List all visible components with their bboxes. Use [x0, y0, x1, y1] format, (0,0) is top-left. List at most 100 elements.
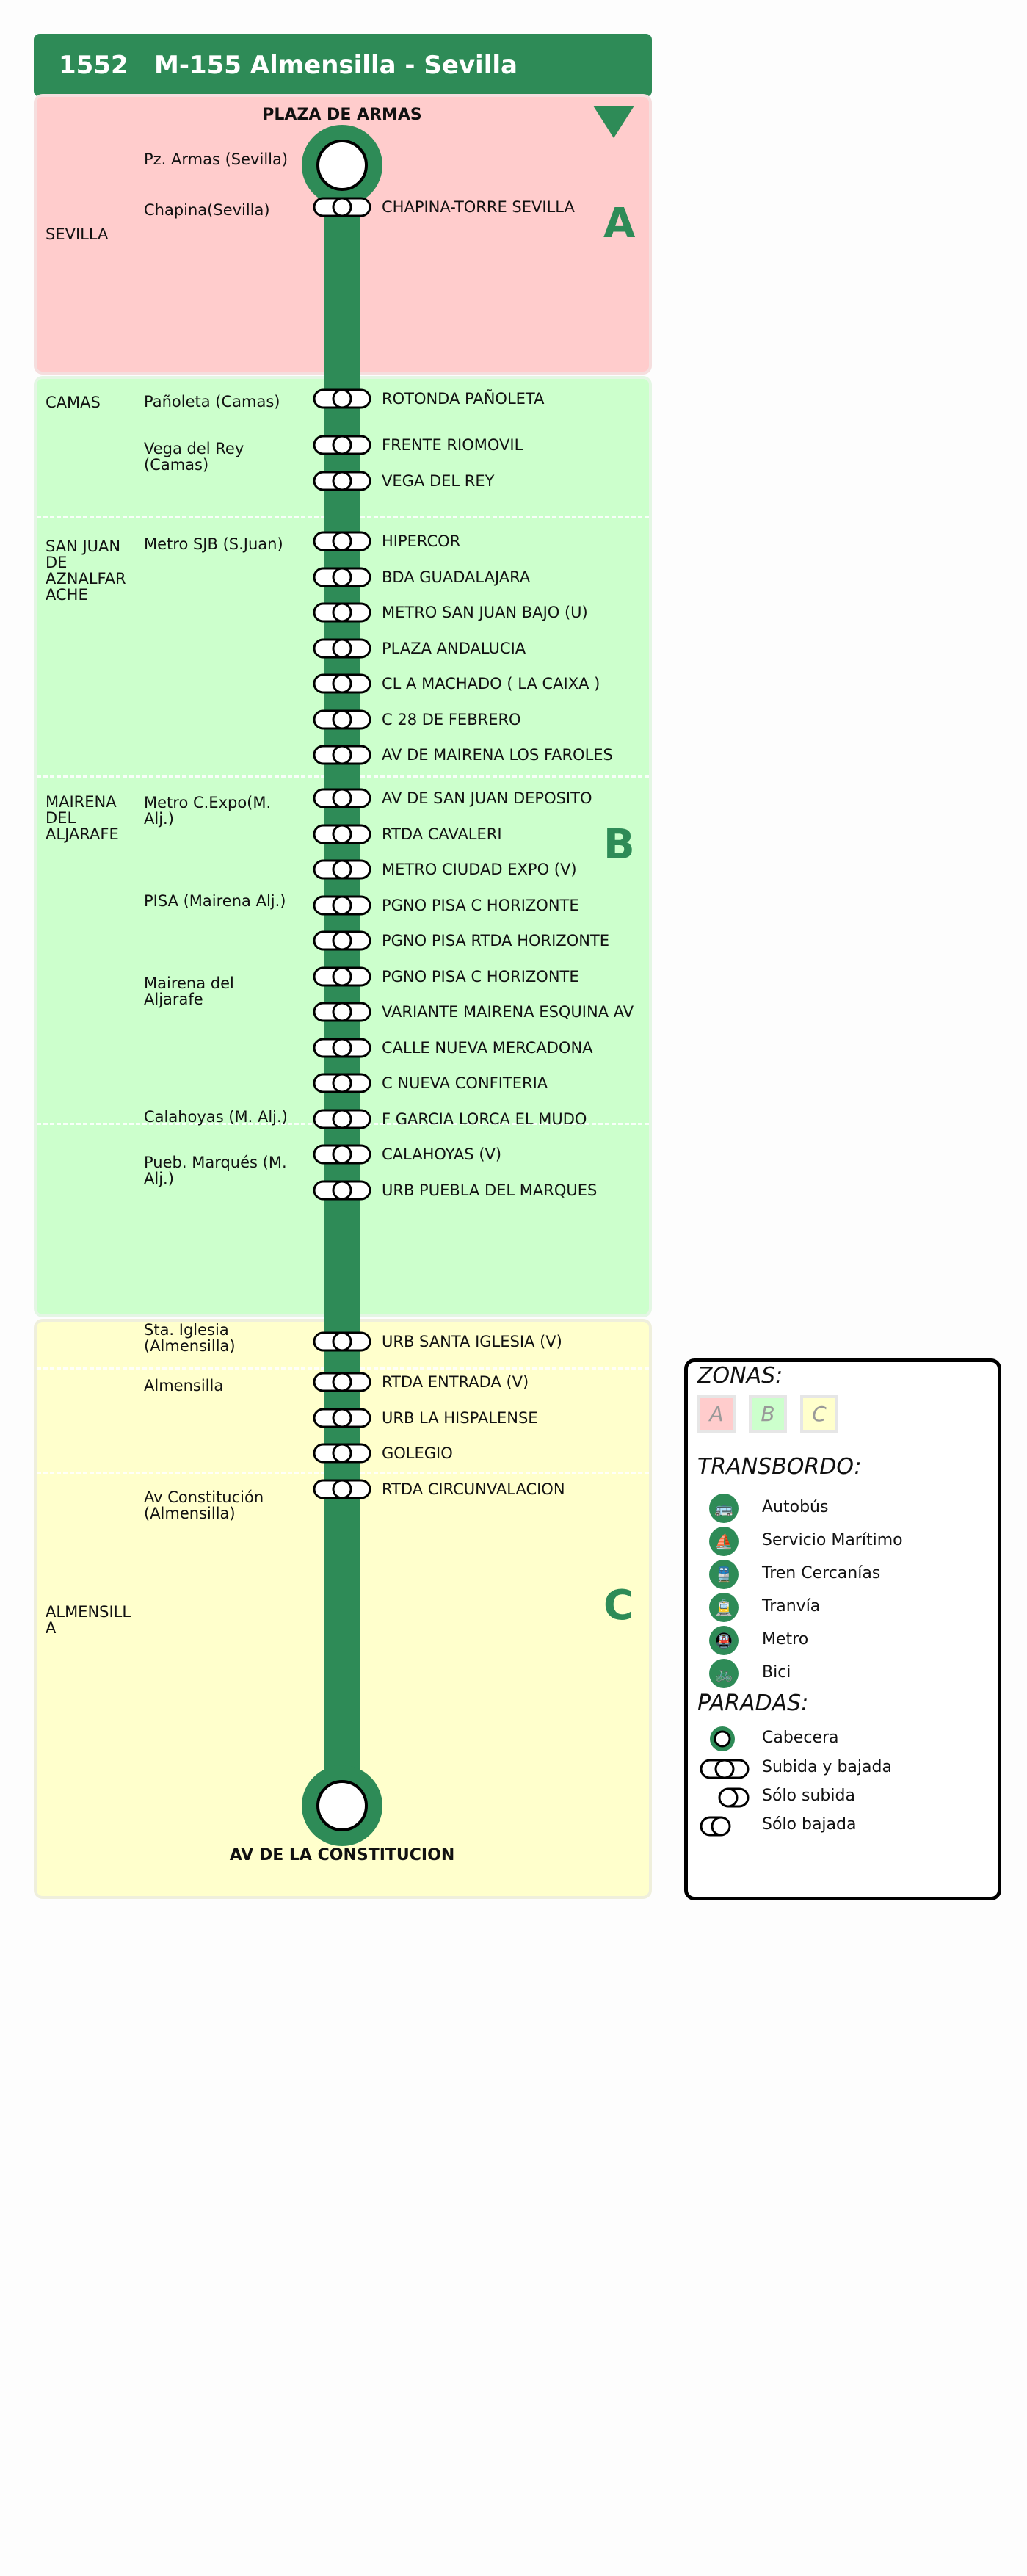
- locality-chapina: Chapina(Sevilla): [144, 201, 270, 219]
- stop-board-alight-icon[interactable]: [312, 1179, 372, 1201]
- stop-board-alight-icon[interactable]: [312, 196, 372, 218]
- legend-parada-label: Sólo subida: [762, 1787, 855, 1805]
- locality-panoleta: Pañoleta (Camas): [144, 393, 280, 410]
- line-number: 1552: [59, 51, 128, 80]
- stop-board-alight-icon[interactable]: [312, 930, 372, 952]
- stop-name[interactable]: C 28 DE FEBRERO: [382, 711, 521, 728]
- locality-metro-sjb: Metro SJB (S.Juan): [144, 535, 283, 553]
- municipality-almensilla: ALMENSILL A: [46, 1603, 131, 1637]
- stop-board-alight-icon[interactable]: [312, 1478, 372, 1500]
- stop-name[interactable]: PGNO PISA C HORIZONTE: [382, 897, 579, 914]
- zone-b-letter: B: [603, 821, 635, 869]
- legend-transbordo-label: Tren Cercanías: [762, 1564, 881, 1582]
- stop-name[interactable]: PGNO PISA C HORIZONTE: [382, 968, 579, 985]
- legend-transbordo-label: Autobús: [762, 1498, 829, 1516]
- stop-board-alight-icon[interactable]: [312, 1143, 372, 1165]
- cabecera-icon: [710, 1726, 735, 1751]
- stop-board-alight-icon[interactable]: [312, 894, 372, 916]
- stop-name[interactable]: GOLEGIO: [382, 1444, 453, 1462]
- stop-name[interactable]: BDA GUADALAJARA: [382, 568, 531, 586]
- legend-parada-label: Sólo bajada: [762, 1815, 857, 1834]
- ferry-icon: ⛵: [709, 1527, 739, 1556]
- stop-name[interactable]: CALAHOYAS (V): [382, 1146, 502, 1163]
- stop-board-alight-icon[interactable]: [312, 709, 372, 731]
- stop-board-alight-icon[interactable]: [312, 787, 372, 809]
- locality-sta-iglesia: Sta. Iglesia (Almensilla): [144, 1321, 236, 1355]
- stop-name[interactable]: PLAZA ANDALUCIA: [382, 640, 526, 657]
- legend-parada-label: Subida y bajada: [762, 1758, 892, 1776]
- locality-vega-rey: Vega del Rey (Camas): [144, 440, 244, 474]
- stop-board-alight-icon[interactable]: [312, 601, 372, 623]
- legend-zonas-title: ZONAS:: [697, 1363, 783, 1389]
- legend-transbordo-label: Bici: [762, 1663, 791, 1682]
- municipality-mairena: MAIRENA DEL ALJARAFE: [46, 793, 119, 843]
- stop-name[interactable]: RTDA ENTRADA (V): [382, 1373, 529, 1391]
- board-alight-icon: [700, 1759, 750, 1779]
- stop-board-alight-icon[interactable]: [312, 1442, 372, 1464]
- stop-name[interactable]: C NUEVA CONFITERIA: [382, 1074, 548, 1092]
- start-terminal-name: PLAZA DE ARMAS: [262, 106, 422, 124]
- stop-board-alight-icon[interactable]: [312, 1072, 372, 1094]
- municipality-san-juan: SAN JUAN DE AZNALFAR ACHE: [46, 538, 126, 604]
- locality-calahoyas: Calahoyas (M. Alj.): [144, 1108, 288, 1126]
- stop-board-alight-icon[interactable]: [312, 637, 372, 659]
- stop-board-alight-icon[interactable]: [312, 1108, 372, 1130]
- municipality-sevilla: SEVILLA: [46, 225, 109, 243]
- stop-board-alight-icon[interactable]: [312, 744, 372, 766]
- legend-paradas-title: PARADAS:: [697, 1690, 809, 1716]
- stop-board-alight-icon[interactable]: [312, 566, 372, 588]
- locality-pueb-marques: Pueb. Marqués (M. Alj.): [144, 1154, 287, 1187]
- stop-name[interactable]: URB SANTA IGLESIA (V): [382, 1333, 562, 1350]
- stop-name[interactable]: METRO SAN JUAN BAJO (U): [382, 604, 588, 621]
- legend-transbordo-label: Tranvía: [762, 1597, 821, 1616]
- stop-name[interactable]: PGNO PISA RTDA HORIZONTE: [382, 932, 610, 949]
- stop-board-alight-icon[interactable]: [312, 388, 372, 410]
- stop-name[interactable]: RTDA CAVALERI: [382, 825, 502, 843]
- stop-board-alight-icon[interactable]: [312, 434, 372, 456]
- stop-name[interactable]: AV DE MAIRENA LOS FAROLES: [382, 746, 613, 764]
- stop-name[interactable]: URB LA HISPALENSE: [382, 1409, 538, 1427]
- locality-av-constitucion: Av Constitución (Almensilla): [144, 1488, 264, 1522]
- municipality-camas: CAMAS: [46, 394, 101, 411]
- bike-icon: 🚲: [709, 1659, 739, 1688]
- stop-name[interactable]: CL A MACHADO ( LA CAIXA ): [382, 675, 600, 692]
- stop-board-alight-icon[interactable]: [312, 470, 372, 492]
- stop-name[interactable]: F GARCIA LORCA EL MUDO: [382, 1110, 587, 1128]
- stop-name[interactable]: METRO CIUDAD EXPO (V): [382, 861, 577, 878]
- train-icon: 🚆: [709, 1560, 739, 1589]
- legend-panel: [684, 1358, 1001, 1900]
- stop-name[interactable]: CALLE NUEVA MERCADONA: [382, 1039, 593, 1057]
- legend-transbordo-label: Servicio Marítimo: [762, 1531, 903, 1549]
- line-name: M-155 Almensilla - Sevilla: [154, 51, 518, 80]
- direction-arrow-icon: [593, 106, 634, 138]
- stop-board-alight-icon[interactable]: [312, 1407, 372, 1429]
- stop-board-alight-icon[interactable]: [312, 673, 372, 695]
- stop-name[interactable]: HIPERCOR: [382, 532, 461, 550]
- stop-name[interactable]: AV DE SAN JUAN DEPOSITO: [382, 789, 592, 807]
- stop-board-alight-icon[interactable]: [312, 858, 372, 880]
- stop-name[interactable]: CHAPINA-TORRE SEVILLA: [382, 198, 575, 216]
- legend-zone-a: A: [697, 1395, 736, 1433]
- bus-icon: 🚌: [709, 1494, 739, 1523]
- end-terminal-name: AV DE LA CONSTITUCION: [229, 1846, 455, 1864]
- start-terminal-stop-icon[interactable]: [302, 125, 382, 206]
- stop-board-alight-icon[interactable]: [312, 530, 372, 552]
- stop-name[interactable]: FRENTE RIOMOVIL: [382, 436, 523, 454]
- locality-almensilla: Almensilla: [144, 1377, 224, 1394]
- stop-board-alight-icon[interactable]: [312, 966, 372, 988]
- stop-name[interactable]: URB PUEBLA DEL MARQUES: [382, 1182, 598, 1199]
- stop-name[interactable]: VEGA DEL REY: [382, 472, 495, 490]
- zone-a-letter: A: [603, 200, 636, 247]
- metro-icon: 🚇: [709, 1626, 739, 1655]
- stop-board-alight-icon[interactable]: [312, 1331, 372, 1353]
- stop-board-alight-icon[interactable]: [312, 1037, 372, 1059]
- stop-board-alight-icon[interactable]: [312, 1371, 372, 1393]
- stop-board-alight-icon[interactable]: [312, 823, 372, 845]
- stop-name[interactable]: ROTONDA PAÑOLETA: [382, 390, 545, 408]
- stop-board-alight-icon[interactable]: [312, 1001, 372, 1023]
- stop-name[interactable]: VARIANTE MAIRENA ESQUINA AV: [382, 1003, 634, 1021]
- stop-name[interactable]: RTDA CIRCUNVALACION: [382, 1480, 565, 1498]
- legend-zone-b: B: [749, 1395, 787, 1433]
- end-terminal-stop-icon[interactable]: [302, 1765, 382, 1846]
- alight-only-icon: [700, 1816, 731, 1837]
